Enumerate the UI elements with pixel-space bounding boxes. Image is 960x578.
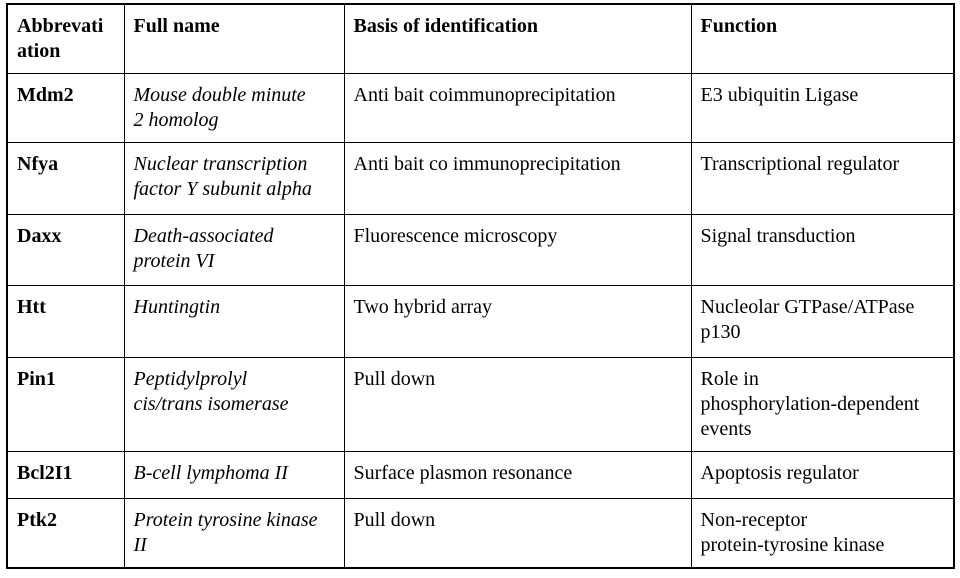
cell-abbreviation: Bcl2I1 — [6, 450, 125, 499]
table-body: Mdm2 Mouse double minute 2 homolog Anti … — [6, 72, 955, 569]
table-row-htt: Htt Huntingtin Two hybrid array Nucleola… — [6, 284, 955, 358]
cell-abbreviation: Daxx — [6, 213, 125, 286]
cell-basis: Two hybrid array — [343, 284, 692, 358]
cell-full-name: Peptidylprolyl cis/trans isomerase — [123, 356, 345, 452]
table-row-mdm2: Mdm2 Mouse double minute 2 homolog Anti … — [6, 72, 955, 143]
table-row-pin1: Pin1 Peptidylprolyl cis/trans isomerase … — [6, 356, 955, 452]
cell-basis: Anti bait coimmunoprecipitation — [343, 72, 692, 143]
col-header-abbreviation: Abbrevati ation — [6, 3, 125, 74]
cell-function: Non-receptor protein-tyrosine kinase — [690, 497, 955, 569]
cell-function: Nucleolar GTPase/ATPase p130 — [690, 284, 955, 358]
cell-full-name: Death-associated protein VI — [123, 213, 345, 286]
table-row-nfya: Nfya Nuclear transcription factor Y subu… — [6, 141, 955, 215]
table-row-bcl2i1: Bcl2I1 B-cell lymphoma II Surface plasmo… — [6, 450, 955, 499]
cell-abbreviation: Mdm2 — [6, 72, 125, 143]
cell-abbreviation: Nfya — [6, 141, 125, 215]
cell-abbreviation: Pin1 — [6, 356, 125, 452]
table-row-daxx: Daxx Death-associated protein VI Fluores… — [6, 213, 955, 286]
cell-basis: Fluorescence microscopy — [343, 213, 692, 286]
cell-basis: Pull down — [343, 356, 692, 452]
cell-full-name: B-cell lymphoma II — [123, 450, 345, 499]
cell-function: E3 ubiquitin Ligase — [690, 72, 955, 143]
cell-full-name: Huntingtin — [123, 284, 345, 358]
col-header-full-name: Full name — [123, 3, 345, 74]
col-header-function: Function — [690, 3, 955, 74]
table-row-ptk2: Ptk2 Protein tyrosine kinase II Pull dow… — [6, 497, 955, 569]
cell-full-name: Nuclear transcription factor Y subunit a… — [123, 141, 345, 215]
table-header: Abbrevati ation Full name Basis of ident… — [6, 3, 955, 74]
cell-function: Transcriptional regulator — [690, 141, 955, 215]
cell-basis: Pull down — [343, 497, 692, 569]
cell-full-name: Mouse double minute 2 homolog — [123, 72, 345, 143]
protein-interaction-table: Abbrevati ation Full name Basis of ident… — [6, 3, 955, 569]
cell-abbreviation: Ptk2 — [6, 497, 125, 569]
cell-full-name: Protein tyrosine kinase II — [123, 497, 345, 569]
col-header-basis-of-identification: Basis of identification — [343, 3, 692, 74]
cell-basis: Anti bait co immunoprecipitation — [343, 141, 692, 215]
cell-basis: Surface plasmon resonance — [343, 450, 692, 499]
cell-function: Apoptosis regulator — [690, 450, 955, 499]
cell-abbreviation: Htt — [6, 284, 125, 358]
cell-function: Role in phosphorylation-dependent events — [690, 356, 955, 452]
cell-function: Signal transduction — [690, 213, 955, 286]
header-row: Abbrevati ation Full name Basis of ident… — [6, 3, 955, 74]
